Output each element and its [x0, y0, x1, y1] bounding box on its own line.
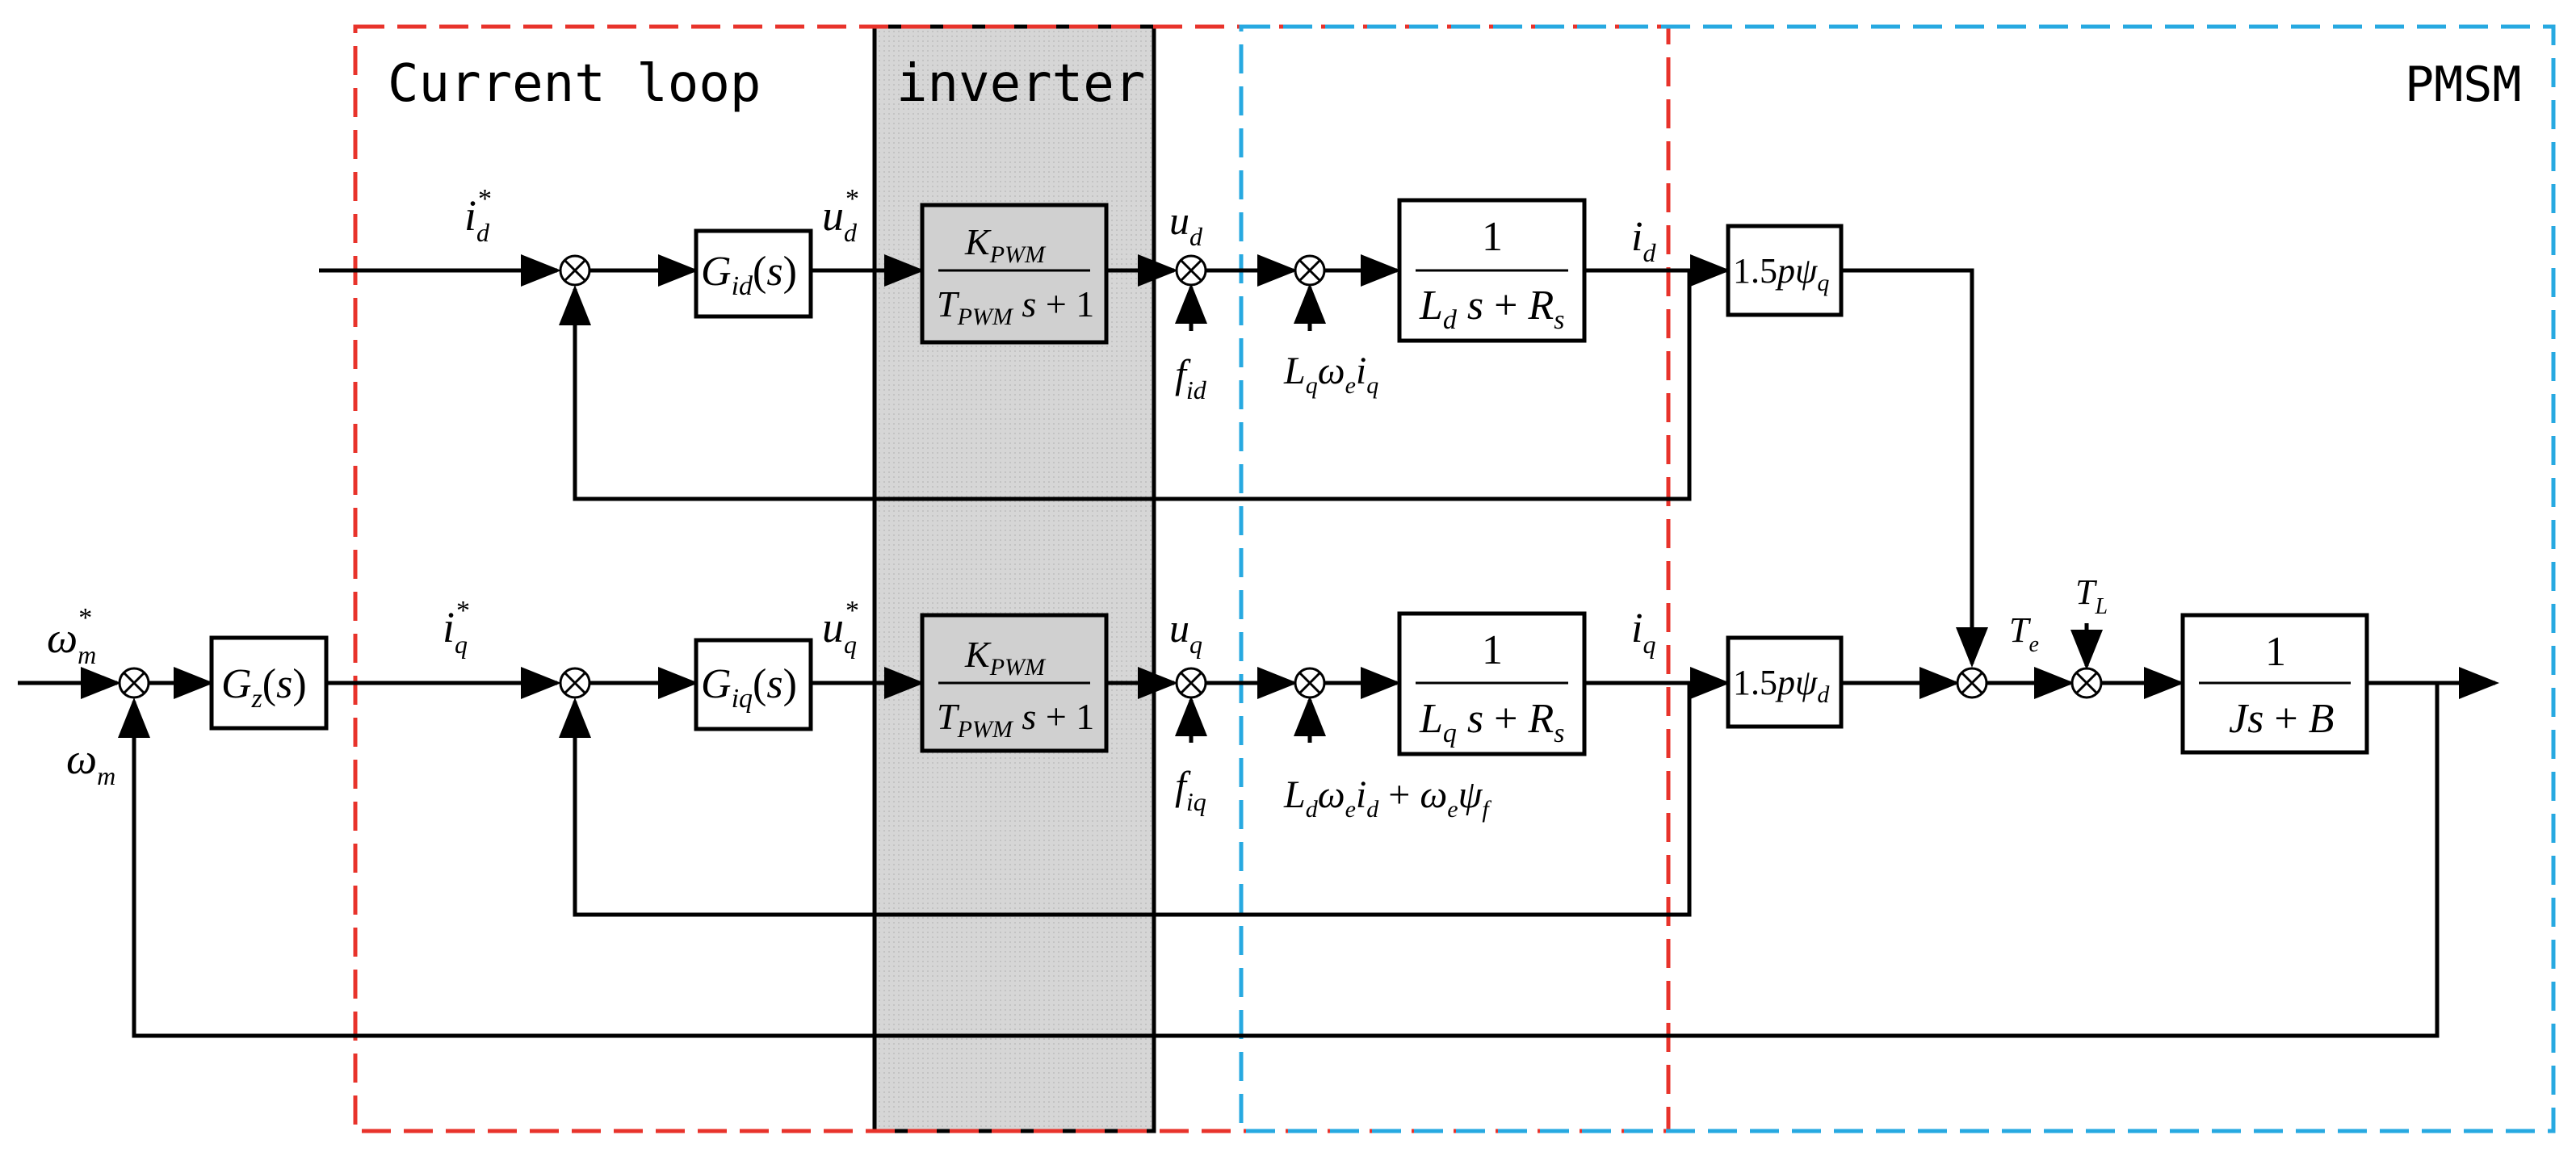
plant-q-num: 1: [1482, 627, 1503, 673]
torque-q-label: 1.5pψd: [1733, 663, 1830, 708]
pwm-q-den: TPWM s + 1: [937, 696, 1094, 743]
label-fid: fid: [1175, 351, 1207, 404]
label-iq: iq: [1631, 605, 1655, 659]
plant-d-den: Ld s + Rs: [1419, 283, 1565, 335]
label-ud-ref: ud*: [822, 184, 859, 247]
label-q-decoupling: Ldωeid + ωeψf: [1283, 773, 1491, 823]
label-fiq: fiq: [1175, 763, 1206, 816]
torque-d-block: [1726, 224, 1844, 317]
label-uq-ref: uq*: [822, 596, 859, 659]
label-wm: ωm: [66, 735, 115, 790]
sum-tl-cross: [2075, 671, 2099, 695]
pmsm-region: [1239, 24, 2556, 1133]
mech-den: Js + B: [2229, 696, 2334, 742]
mech-num: 1: [2265, 629, 2286, 675]
sum-speed-cross: [122, 671, 146, 695]
sum-q-decoupling-cross: [1298, 671, 1322, 695]
sum-iq-cross: [563, 671, 587, 695]
plant-d-num: 1: [1482, 214, 1503, 260]
inverter-region: [872, 24, 1156, 1133]
current-loop-title: Current loop: [388, 54, 761, 114]
sum-fiq-cross: [1179, 671, 1203, 695]
label-ud: ud: [1169, 198, 1203, 251]
label-tl: TL: [2075, 572, 2108, 619]
sum-te-cross: [1960, 671, 1984, 695]
current-loop-region: [353, 24, 1671, 1133]
wire-torque-d-down: [1841, 268, 1988, 668]
gid-block: [694, 228, 813, 319]
sum-fid-cross: [1179, 258, 1203, 283]
pwm-d-block: [920, 203, 1109, 345]
pmsm-title: PMSM: [2405, 57, 2522, 113]
id-feedback: [559, 270, 1692, 501]
label-uq: uq: [1169, 605, 1202, 659]
pwm-d-den: TPWM s + 1: [937, 283, 1094, 330]
label-id: id: [1631, 214, 1656, 267]
label-iq-ref: iq*: [443, 596, 470, 659]
speed-feedback: [118, 683, 2440, 1038]
plant-q-den: Lq s + Rs: [1419, 696, 1565, 748]
torque-q-block: [1726, 635, 1844, 729]
inverter-title: inverter: [896, 54, 1145, 114]
label-id-ref: id*: [464, 184, 492, 247]
label-wm-ref: ωm*: [47, 603, 96, 669]
giq-block: [694, 638, 813, 731]
sum-id-cross: [563, 258, 587, 283]
label-te: Te: [2009, 610, 2039, 657]
iq-feedback: [559, 683, 1692, 917]
sum-d-decoupling-cross: [1298, 258, 1322, 283]
torque-d-label: 1.5pψq: [1733, 251, 1829, 296]
gz-label: Gz(s): [221, 661, 307, 714]
label-d-decoupling: Lqωeiq: [1283, 350, 1378, 399]
